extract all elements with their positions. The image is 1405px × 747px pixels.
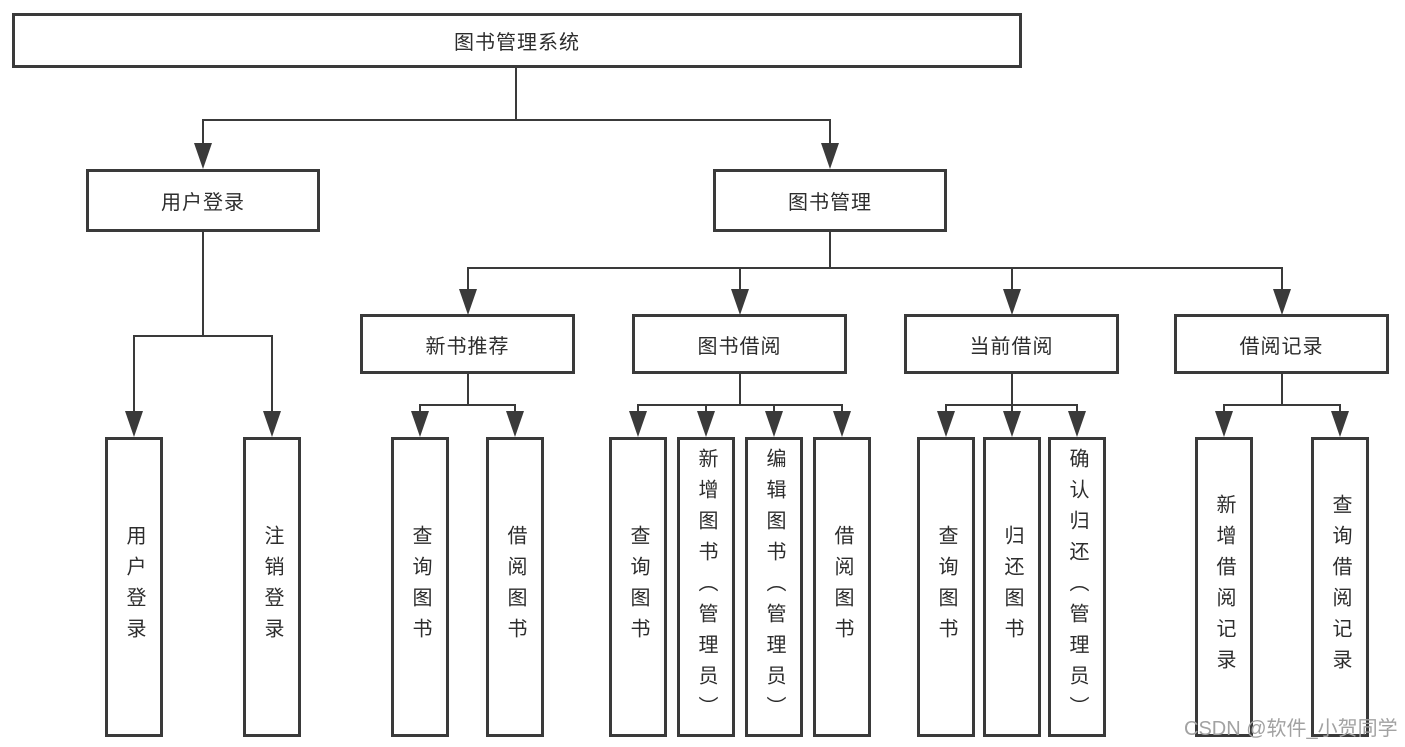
arrow-down-icon	[833, 411, 851, 437]
node-book-borrowing: 图书借阅	[632, 314, 847, 374]
connector-line	[133, 335, 135, 414]
arrow-down-icon	[1003, 289, 1021, 315]
node-query-books-recommend: 查询图书	[391, 437, 449, 737]
connector-line	[1281, 372, 1283, 406]
node-label: 查询图书	[409, 525, 431, 649]
connector-line	[1011, 267, 1013, 292]
node-book-management: 图书管理	[713, 169, 947, 232]
connector-line	[829, 119, 831, 146]
node-label: 注销登录	[261, 525, 283, 649]
arrow-down-icon	[937, 411, 955, 437]
node-user-login: 用户登录	[86, 169, 320, 232]
arrow-down-icon	[125, 411, 143, 437]
node-return-books: 归还图书	[983, 437, 1041, 737]
connector-line	[1281, 267, 1283, 292]
node-label: 用户登录	[161, 192, 245, 214]
connector-line	[637, 404, 639, 414]
connector-line	[419, 404, 421, 414]
connector-line	[419, 404, 516, 406]
node-user-login-leaf: 用户登录	[105, 437, 163, 737]
arrow-down-icon	[1273, 289, 1291, 315]
arrow-down-icon	[731, 289, 749, 315]
node-borrowing-records: 借阅记录	[1174, 314, 1389, 374]
connector-line	[1339, 404, 1341, 414]
node-label: 编辑图书（管理员）	[763, 447, 785, 727]
node-label: 用户登录	[123, 525, 145, 649]
node-current-borrowing: 当前借阅	[904, 314, 1119, 374]
node-label: 查询图书	[935, 525, 957, 649]
arrow-down-icon	[1003, 411, 1021, 437]
connector-line	[271, 335, 273, 414]
connector-line	[705, 404, 707, 414]
node-label: 借阅记录	[1239, 335, 1324, 358]
connector-line	[1223, 404, 1225, 414]
connector-line	[739, 267, 741, 292]
node-label: 查询图书	[627, 525, 649, 649]
arrow-down-icon	[1068, 411, 1086, 437]
arrow-down-icon	[765, 411, 783, 437]
arrow-down-icon	[821, 143, 839, 169]
arrow-down-icon	[506, 411, 524, 437]
csdn-watermark: CSDN @软件_小贺同学	[1184, 718, 1398, 740]
node-query-borrow-record: 查询借阅记录	[1311, 437, 1369, 737]
arrow-down-icon	[263, 411, 281, 437]
connector-line	[945, 404, 947, 414]
connector-line	[467, 267, 469, 292]
connector-line	[515, 68, 517, 120]
connector-line	[467, 267, 1283, 269]
node-label: 确认归还（管理员）	[1066, 447, 1088, 727]
node-label: 图书借阅	[697, 335, 782, 358]
connector-line	[773, 404, 775, 414]
node-borrow-books-borrow: 借阅图书	[813, 437, 871, 737]
node-edit-book-admin: 编辑图书（管理员）	[745, 437, 803, 737]
connector-line	[1223, 404, 1341, 406]
node-label: 图书管理	[788, 192, 872, 214]
connector-line	[202, 119, 204, 146]
node-label: 借阅图书	[504, 525, 526, 649]
node-query-books-current: 查询图书	[917, 437, 975, 737]
connector-line	[1011, 404, 1013, 414]
connector-line	[514, 404, 516, 414]
node-borrow-books-recommend: 借阅图书	[486, 437, 544, 737]
arrow-down-icon	[697, 411, 715, 437]
node-add-book-admin: 新增图书（管理员）	[677, 437, 735, 737]
arrow-down-icon	[1215, 411, 1233, 437]
connector-line	[829, 230, 831, 269]
connector-line	[1076, 404, 1078, 414]
arrow-down-icon	[1331, 411, 1349, 437]
node-confirm-return-admin: 确认归还（管理员）	[1048, 437, 1106, 737]
connector-line	[637, 404, 843, 406]
node-label: 借阅图书	[831, 525, 853, 649]
connector-line	[202, 119, 831, 121]
node-add-borrow-record: 新增借阅记录	[1195, 437, 1253, 737]
node-label: 当前借阅	[969, 335, 1054, 358]
node-library-management-system: 图书管理系统	[12, 13, 1022, 68]
connector-line	[739, 372, 741, 406]
arrow-down-icon	[194, 143, 212, 169]
arrow-down-icon	[411, 411, 429, 437]
node-label: 图书管理系统	[454, 32, 580, 54]
node-new-book-recommend: 新书推荐	[360, 314, 575, 374]
connector-line	[1011, 372, 1013, 406]
arrow-down-icon	[629, 411, 647, 437]
connector-line	[841, 404, 843, 414]
arrow-down-icon	[459, 289, 477, 315]
connector-line	[202, 230, 204, 337]
node-label: 新书推荐	[425, 335, 510, 358]
node-label: 新增借阅记录	[1213, 494, 1235, 680]
node-query-books-borrow: 查询图书	[609, 437, 667, 737]
connector-line	[467, 372, 469, 406]
node-label: 查询借阅记录	[1329, 494, 1351, 680]
node-label: 归还图书	[1001, 525, 1023, 649]
connector-line	[133, 335, 273, 337]
node-logout: 注销登录	[243, 437, 301, 737]
node-label: 新增图书（管理员）	[695, 447, 717, 727]
